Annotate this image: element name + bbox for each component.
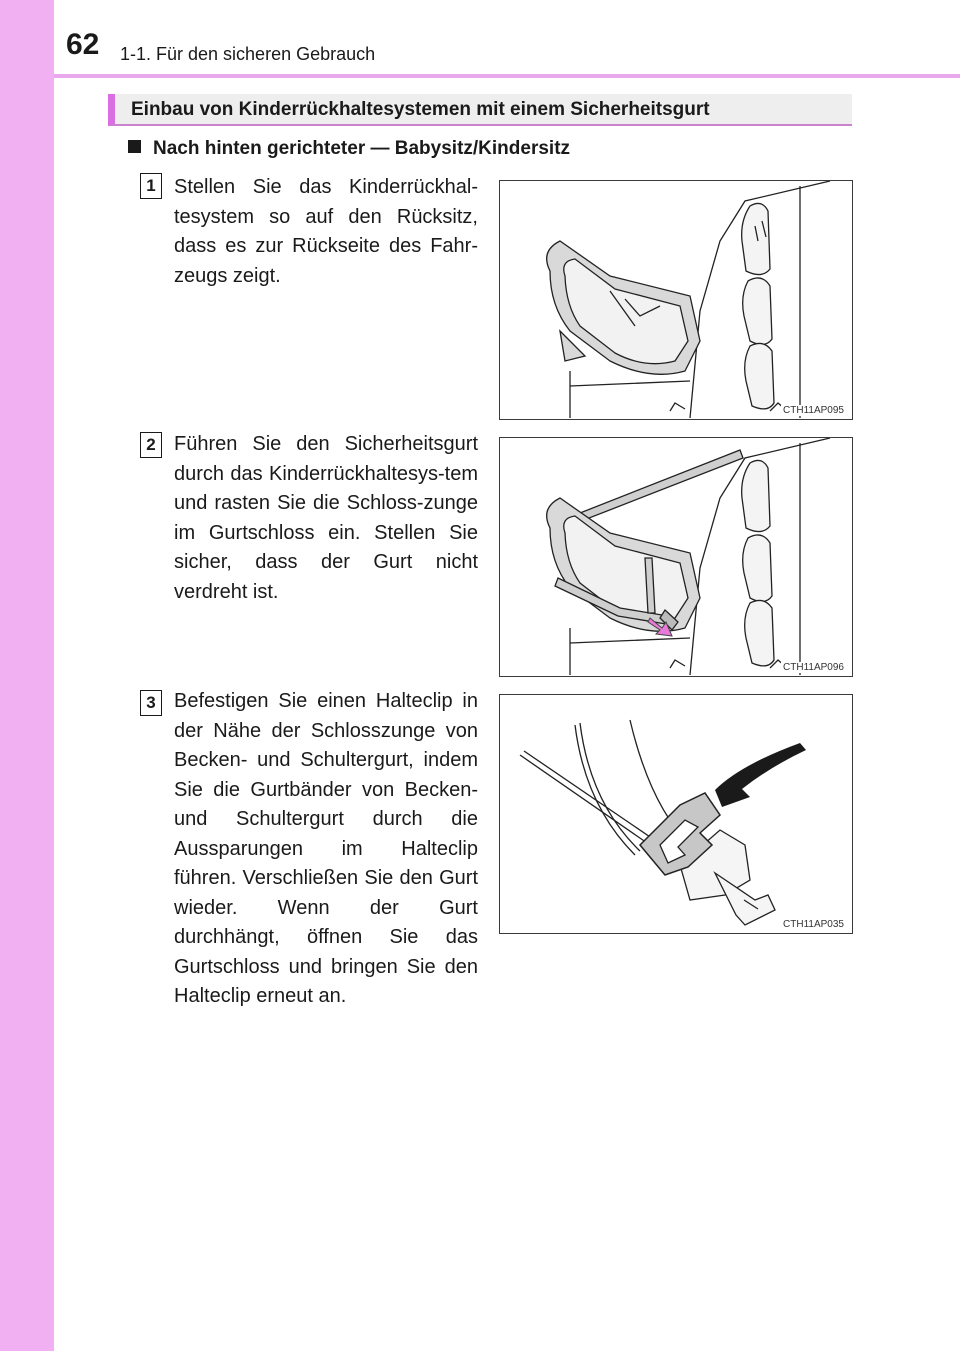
step-number-3: 3 xyxy=(140,690,162,716)
square-bullet-icon xyxy=(128,140,141,153)
figure-step-2: CTH11AP096 xyxy=(499,437,853,677)
step-number-2: 2 xyxy=(140,432,162,458)
section-title-bar: Einbau von Kinderrückhaltesystemen mit e… xyxy=(108,94,852,126)
subheading-text: Nach hinten gerichteter — Babysitz/Kinde… xyxy=(153,138,571,159)
chapter-title: 1-1. Für den sicheren Gebrauch xyxy=(120,44,376,64)
page-number: 62 xyxy=(66,28,100,61)
figure-code-2: CTH11AP096 xyxy=(781,662,846,673)
step-text-2: Führen Sie den Sicherheitsgurt durch das… xyxy=(174,433,478,603)
halteclip-illustration xyxy=(519,719,806,926)
figure-code-3: CTH11AP035 xyxy=(781,919,846,930)
header-rule xyxy=(54,74,960,78)
figure-step-3: CTH11AP035 xyxy=(499,694,853,934)
rear-facing-seat-illustration xyxy=(546,181,831,418)
figure-code-1: CTH11AP095 xyxy=(781,405,846,416)
belt-buckle-seat-illustration xyxy=(546,438,831,675)
step-text-1: Stellen Sie das Kinderrückhal-tesystem s… xyxy=(174,176,478,287)
step-number-1: 1 xyxy=(140,173,162,199)
step-text-3: Befestigen Sie einen Halteclip in der Nä… xyxy=(174,690,478,1007)
figure-step-1: CTH11AP095 xyxy=(499,180,853,420)
side-color-band xyxy=(0,0,54,1351)
section-title: Einbau von Kinderrückhaltesystemen mit e… xyxy=(131,99,710,120)
subheading: Nach hinten gerichteter — Babysitz/Kinde… xyxy=(128,138,570,160)
